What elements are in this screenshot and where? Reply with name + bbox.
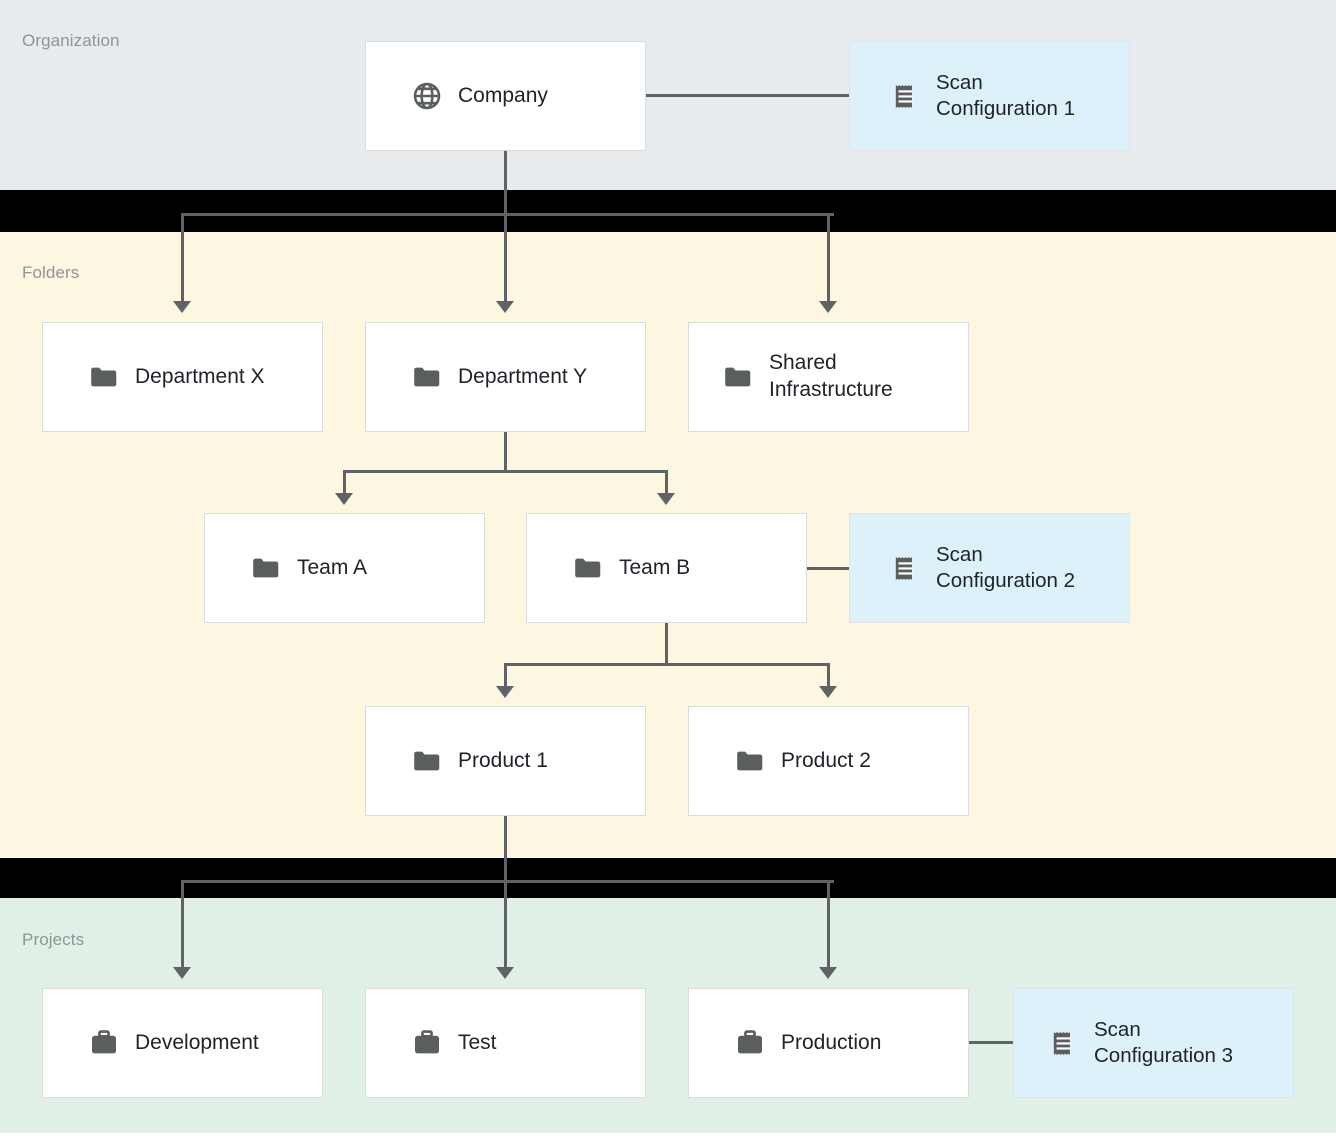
node-product-2-label: Product 2	[781, 748, 871, 772]
node-product-2[interactable]: Product 2	[688, 706, 969, 816]
edge-company-junction-bar	[181, 213, 834, 216]
node-scan-config-1[interactable]: Scan Configuration 1	[849, 41, 1130, 151]
separator-band-2	[0, 858, 1336, 898]
node-company-label: Company	[458, 83, 548, 107]
folder-icon	[721, 360, 755, 394]
node-team-b[interactable]: Team B	[526, 513, 807, 623]
arrow-to-department-y	[496, 301, 514, 313]
folder-icon	[410, 360, 444, 394]
node-scan-config-2[interactable]: Scan Configuration 2	[849, 513, 1130, 623]
node-scan-config-1-label: Scan Configuration 1	[936, 70, 1076, 120]
node-department-x[interactable]: Department X	[42, 322, 323, 432]
node-product-1-label: Product 1	[458, 748, 548, 772]
briefcase-icon	[733, 1026, 767, 1060]
arrow-to-product-1	[496, 686, 514, 698]
globe-icon	[410, 79, 444, 113]
receipt-icon	[888, 79, 922, 113]
edge-production-to-scan-config-3	[969, 1041, 1014, 1044]
node-product-1[interactable]: Product 1	[365, 706, 646, 816]
arrow-to-product-2	[819, 686, 837, 698]
node-team-a[interactable]: Team A	[204, 513, 485, 623]
node-development[interactable]: Development	[42, 988, 323, 1098]
node-shared-infrastructure[interactable]: Shared Infrastructure	[688, 322, 969, 432]
node-development-label: Development	[135, 1030, 259, 1054]
edge-department-y-to-team-a-drop	[343, 470, 346, 496]
node-test[interactable]: Test	[365, 988, 646, 1098]
receipt-icon	[1046, 1026, 1080, 1060]
node-scan-config-3[interactable]: Scan Configuration 3	[1013, 988, 1294, 1098]
node-production[interactable]: Production	[688, 988, 969, 1098]
folder-icon	[733, 744, 767, 778]
edge-product-1-to-development-drop	[181, 880, 184, 970]
briefcase-icon	[410, 1026, 444, 1060]
folder-icon	[571, 551, 605, 585]
node-test-label: Test	[458, 1030, 497, 1054]
node-department-x-label: Department X	[135, 364, 265, 388]
bottom-margin-band	[0, 1133, 1336, 1140]
edge-team-b-to-product-1-drop	[504, 663, 507, 689]
arrow-to-production	[819, 967, 837, 979]
briefcase-icon	[87, 1026, 121, 1060]
edge-department-y-junction-bar	[343, 470, 667, 473]
arrow-to-shared-infrastructure	[819, 301, 837, 313]
edge-company-to-department-x-drop	[181, 213, 184, 305]
node-scan-config-2-label: Scan Configuration 2	[936, 542, 1076, 592]
arrow-to-department-x	[173, 301, 191, 313]
folder-icon	[410, 744, 444, 778]
edge-team-b-to-scan-config-2	[807, 567, 850, 570]
edge-company-to-shared-infra-drop	[827, 213, 830, 305]
edge-product-1-junction-bar	[181, 880, 834, 883]
edge-company-stem	[504, 150, 507, 216]
node-shared-infrastructure-label: Shared Infrastructure	[769, 351, 893, 401]
edge-department-y-to-team-b-drop	[665, 470, 668, 496]
folder-icon	[249, 551, 283, 585]
arrow-to-test	[496, 967, 514, 979]
node-scan-config-3-label: Scan Configuration 3	[1094, 1017, 1234, 1067]
edge-product-1-to-production-drop	[827, 880, 830, 970]
edge-product-1-to-test-drop	[504, 880, 507, 970]
node-team-b-label: Team B	[619, 555, 691, 579]
arrow-to-team-a	[335, 493, 353, 505]
edge-team-b-stem	[665, 622, 668, 666]
folder-icon	[87, 360, 121, 394]
node-team-a-label: Team A	[297, 555, 368, 579]
node-production-label: Production	[781, 1030, 882, 1054]
separator-band-1	[0, 190, 1336, 232]
node-department-y-label: Department Y	[458, 364, 588, 388]
edge-company-to-scan-config-1	[645, 94, 849, 97]
organization-section-label: Organization	[22, 31, 120, 50]
arrow-to-team-b	[657, 493, 675, 505]
node-company[interactable]: Company	[365, 41, 646, 151]
edge-product-1-stem	[504, 815, 507, 883]
arrow-to-development	[173, 967, 191, 979]
edge-team-b-junction-bar	[504, 663, 830, 666]
edge-team-b-to-product-2-drop	[827, 663, 830, 689]
folders-section-label: Folders	[22, 263, 80, 282]
receipt-icon	[888, 551, 922, 585]
projects-section-label: Projects	[22, 930, 85, 949]
edge-department-y-stem	[504, 431, 507, 473]
node-department-y[interactable]: Department Y	[365, 322, 646, 432]
edge-company-to-department-y-drop	[504, 213, 507, 305]
